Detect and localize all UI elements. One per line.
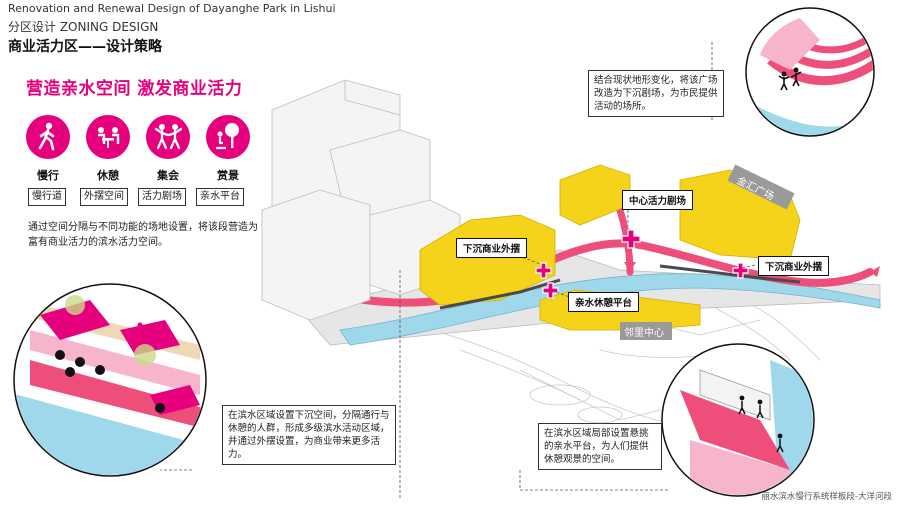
zone-heading: 分区设计 ZONING DESIGN — [8, 20, 159, 34]
category-label-rest: 休憩 — [97, 169, 119, 182]
callout-waterfront-platform: 亲水休憩平台 — [568, 292, 640, 312]
callout-sunken-outdoor-left: 下沉商业外摆 — [456, 238, 528, 258]
strategy-description: 通过空间分隔与不同功能的场地设置，将该段营造为富有商业活力的滨水活力空间。 — [28, 222, 258, 248]
page-title: 商业活力区——设计策略 — [8, 39, 162, 55]
tag-slow-path: 慢行道 — [28, 188, 66, 206]
tree-viewing-icon — [206, 115, 250, 159]
waterfront-platform-inset — [661, 343, 815, 497]
tag-outdoor-space: 外摆空间 — [80, 188, 128, 206]
note-sunken-waterfront: 在滨水区域设置下沉空间，分隔通行与休憩的人群，形成多级滨水活动区域，并通过外摆设… — [222, 405, 396, 465]
hero-title: 营造亲水空间 激发商业活力 — [26, 79, 243, 99]
walking-person-icon — [26, 115, 70, 159]
tag-vitality-theater: 活力剧场 — [138, 188, 186, 206]
category-label-viewing: 赏景 — [217, 169, 239, 182]
category-label-gathering: 集会 — [157, 169, 179, 182]
callout-sunken-outdoor-right: 下沉商业外摆 — [758, 256, 830, 276]
map-label-neighborhood-center: 邻里中心 — [624, 328, 664, 339]
gathering-people-icon — [146, 115, 190, 159]
callout-central-theater: 中心活力剧场 — [622, 190, 694, 210]
tag-waterfront-platform: 亲水平台 — [196, 188, 244, 206]
existing-buildings — [261, 79, 461, 321]
sunken-theater-inset — [745, 7, 875, 137]
category-label-walking: 慢行 — [37, 169, 59, 182]
sunken-outdoor-inset — [13, 283, 207, 477]
footer-caption: 丽水滨水慢行系统样板段-大洋河段 — [761, 492, 892, 502]
project-subtitle: Renovation and Renewal Design of Dayangh… — [8, 2, 336, 15]
note-sunken-theater: 结合现状地形变化，将该广场改造为下沉剧场，为市民提供活动的场所。 — [588, 70, 724, 117]
cafe-table-icon — [86, 115, 130, 159]
note-waterfront-platform: 在滨水区域局部设置悬挑的亲水平台，为人们提供休憩观景的空间。 — [538, 423, 662, 470]
